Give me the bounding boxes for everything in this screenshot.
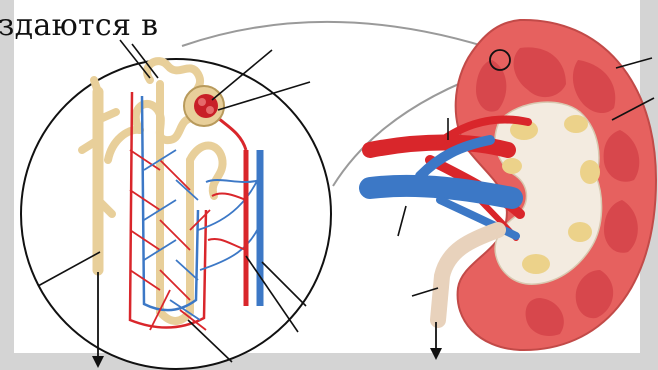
kidney-cross-section — [370, 20, 656, 360]
caption-text: здаются в — [0, 8, 158, 43]
left-frame-bar — [0, 0, 14, 370]
zoom-connector-top — [182, 22, 502, 52]
nephron-magnified-view — [21, 40, 331, 369]
